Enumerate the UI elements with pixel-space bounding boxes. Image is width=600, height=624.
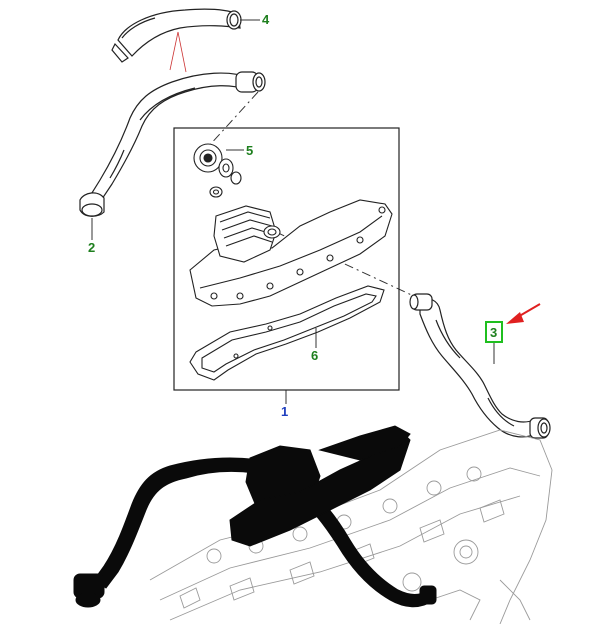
leader-lines-red bbox=[169, 31, 187, 73]
installed-hoses bbox=[73, 425, 437, 608]
callout-5[interactable]: 5 bbox=[246, 143, 253, 158]
callout-3-highlight bbox=[485, 321, 503, 343]
part-1-kit-frame[interactable] bbox=[173, 127, 400, 391]
callout-2[interactable]: 2 bbox=[88, 240, 95, 255]
callout-4[interactable]: 4 bbox=[262, 12, 270, 27]
part-2-breather-hose[interactable] bbox=[79, 71, 266, 217]
leader-lines bbox=[91, 19, 495, 404]
red-arrow bbox=[506, 303, 541, 324]
valve-cover[interactable] bbox=[189, 199, 393, 307]
part-5-valve-kit[interactable] bbox=[193, 143, 242, 198]
part-3-vent-hose[interactable] bbox=[409, 293, 551, 439]
callout-1[interactable]: 1 bbox=[281, 404, 288, 419]
callout-6[interactable]: 6 bbox=[311, 348, 318, 363]
part-4-intake-pipe[interactable] bbox=[111, 8, 242, 63]
part-6-gasket[interactable] bbox=[189, 285, 385, 381]
callout-3[interactable]: 3 bbox=[490, 325, 497, 340]
